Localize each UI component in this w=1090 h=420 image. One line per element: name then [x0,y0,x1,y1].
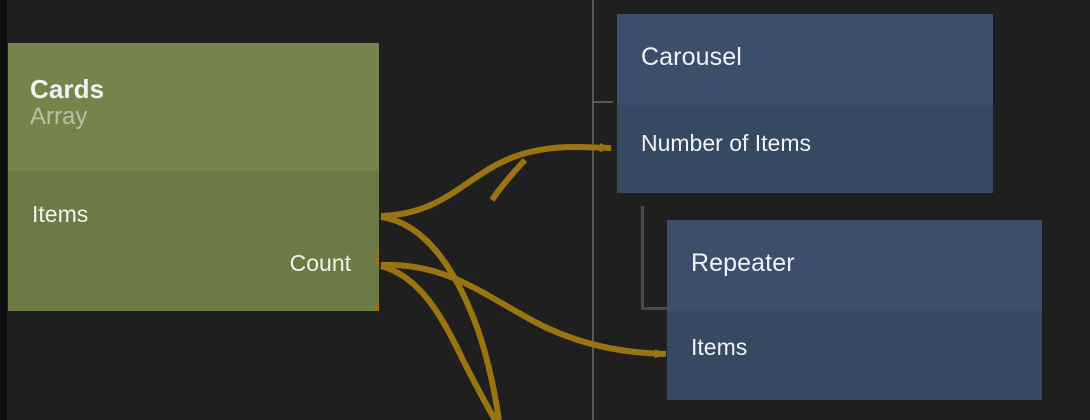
edge-items-to-carousel [380,143,612,219]
port-label-items[interactable]: Items [32,201,89,227]
node-carousel[interactable]: Carousel Number of Items [617,14,993,193]
node-carousel-body: Number of Items [617,105,993,193]
port-label-count[interactable]: Count [289,250,351,276]
repeater-group-bracket [641,206,667,310]
left-gutter-strip [0,0,7,420]
node-carousel-title: Carousel [641,43,742,71]
node-repeater-header[interactable]: Repeater [667,220,1042,311]
guide-tick-mark [592,101,613,103]
node-carousel-header[interactable]: Carousel [617,14,993,105]
edge-items-to-offscreen [380,214,502,420]
output-port-count[interactable] [375,298,379,311]
edge-incoming-from-top [489,157,528,202]
input-label-number-of-items[interactable]: Number of Items [641,130,811,156]
node-repeater-body: Items [667,311,1042,400]
node-repeater-title: Repeater [691,249,795,277]
vertical-guide-line [592,0,594,420]
node-cards[interactable]: Cards Array Items Count [8,43,379,311]
edge-count-to-repeater [380,261,667,359]
node-cards-header[interactable]: Cards Array [8,43,379,171]
bracket-horizontal [641,307,667,310]
node-cards-title: Cards [30,74,105,104]
node-repeater[interactable]: Repeater Items [667,220,1042,400]
edge-count-to-offscreen [380,263,498,420]
input-label-items[interactable]: Items [691,334,748,360]
output-port-items[interactable] [375,249,379,270]
node-cards-body: Items Count [8,171,379,311]
bracket-vertical [641,206,644,310]
node-cards-subtitle: Array [30,103,88,131]
